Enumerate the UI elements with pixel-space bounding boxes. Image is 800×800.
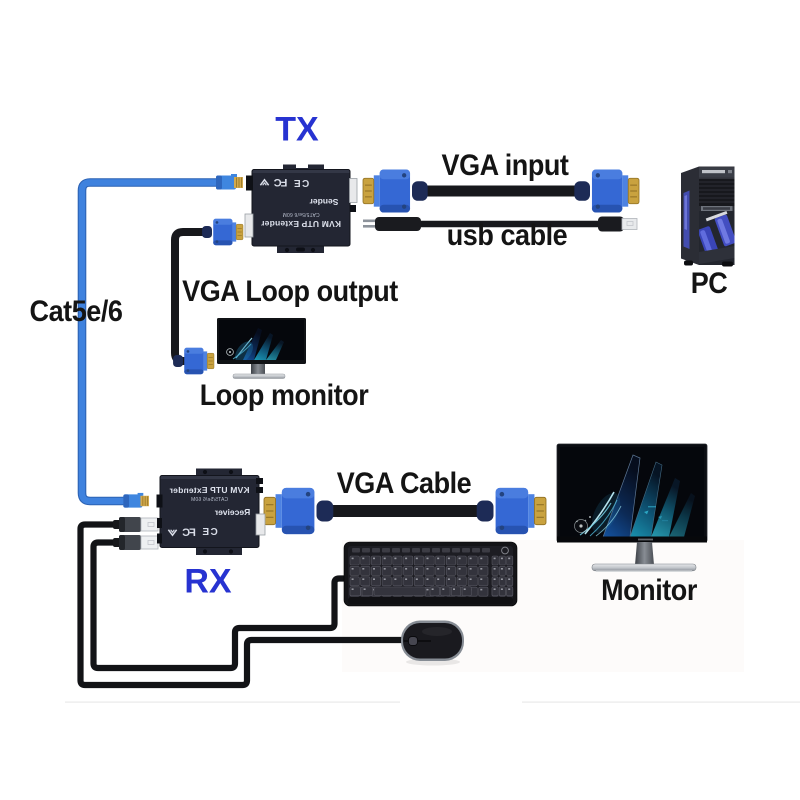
label-tx: TX [275, 110, 319, 149]
vga-cable-connector-rx [263, 487, 334, 535]
vga-loop-connector-monitor [172, 347, 215, 375]
ce-mark: CE [292, 177, 310, 188]
cables [77, 178, 601, 689]
ce-mark: CE [200, 527, 218, 538]
label-pc: PC [690, 267, 728, 300]
tx-face: KVM UTP Extender CAT5/5e/6 60M Sender CE… [252, 170, 350, 245]
rj45-tx [215, 173, 244, 190]
keyboard-cable [90, 539, 352, 672]
tx-title: KVM UTP Extender [260, 219, 342, 229]
rx-face: KVM UTP Extender CAT5/5e/6 60M Receiver … [161, 476, 258, 547]
rx-subtitle: CAT5/5e/6 60M [190, 496, 229, 503]
label-rx: RX [184, 562, 232, 601]
usb-plugs-rx [112, 516, 159, 551]
rx-cert-marks: CE FC [167, 527, 218, 539]
fcc-mark: FC [183, 526, 196, 539]
tx-role: Sender [309, 197, 339, 208]
vga-cable-connector-monitor [476, 487, 547, 535]
recycle-mark-icon [168, 529, 178, 537]
label-loop-monitor: Loop monitor [199, 379, 369, 412]
usb-plug-mouse [112, 516, 159, 533]
mouse [401, 620, 464, 666]
label-vga-input: VGA input [441, 149, 569, 182]
label-monitor: Monitor [601, 574, 697, 607]
tx-subtitle: CAT5/5e/6 60M [282, 211, 320, 218]
label-vga-loop-output: VGA Loop output [182, 275, 398, 308]
monitor [556, 443, 708, 572]
rx-extender-box [156, 468, 266, 555]
label-usb-cable: usb cable [446, 219, 568, 252]
vga-loop-connector-tx [201, 218, 244, 246]
vga-input-connector-left [362, 168, 429, 214]
keyboard [343, 541, 518, 607]
tx-extender-box [244, 164, 358, 253]
loop-monitor [217, 318, 306, 379]
rj45-rx [122, 492, 150, 509]
usb-cable-plugs [363, 216, 638, 232]
mouse-cable [77, 521, 406, 689]
rx-role: Receiver [214, 506, 251, 517]
label-cat5: Cat5e/6 [29, 295, 123, 328]
fcc-mark: FC [274, 176, 288, 189]
rx-title: KVM UTP Extender [169, 485, 250, 495]
usb-plug-keyboard [112, 534, 159, 551]
pc-tower [681, 166, 735, 267]
recycle-mark-icon [259, 178, 269, 186]
tx-cert-marks: CE FC [259, 176, 310, 189]
label-vga-cable: VGA Cable [336, 467, 472, 500]
vga-input-connector-right [573, 168, 640, 214]
